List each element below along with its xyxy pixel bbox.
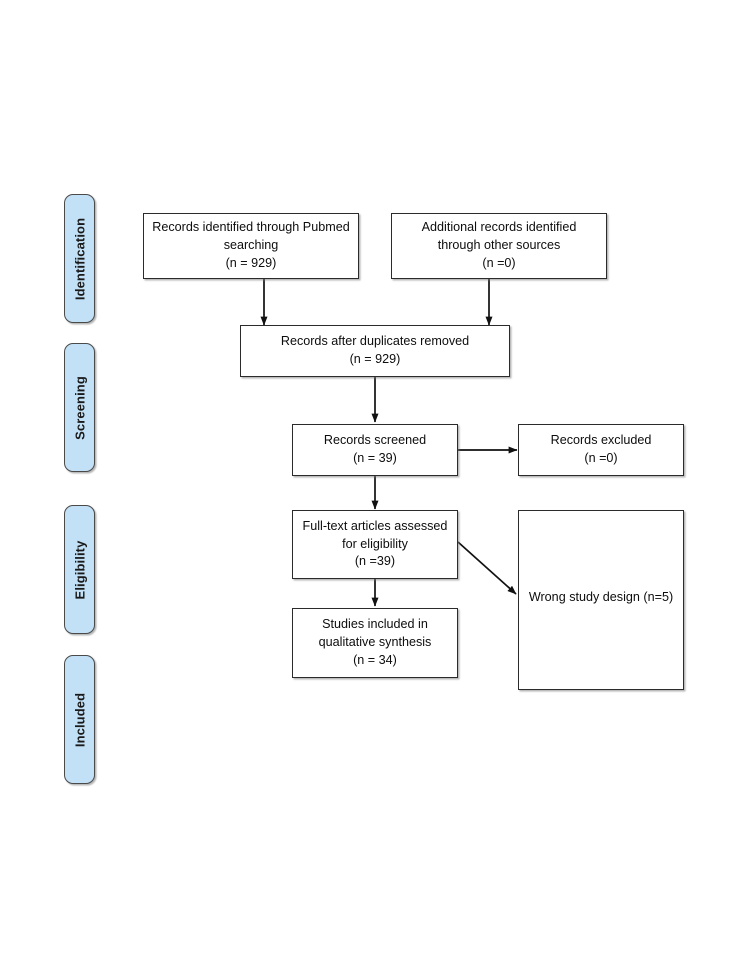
box-full-text-assessed-text: Full-text articles assessed for eligibil…: [302, 518, 448, 569]
box-wrong-study-design-text: Wrong study design (n=5): [528, 590, 674, 604]
stage-label-identification: Identification: [72, 217, 87, 300]
stage-label-included: Included: [72, 692, 87, 747]
box-records-screened: Records screened (n = 39): [292, 424, 458, 476]
box-records-excluded-text: Records excluded (n =0): [550, 433, 652, 465]
stage-label-screening: Screening: [72, 375, 87, 440]
box-wrong-study-design: Wrong study design (n=5): [518, 510, 684, 690]
box-records-after-duplicates: Records after duplicates removed (n = 92…: [240, 325, 510, 377]
box-studies-included: Studies included in qualitative synthesi…: [292, 608, 458, 678]
box-records-identified: Records identified through Pubmed search…: [143, 213, 359, 279]
box-full-text-assessed: Full-text articles assessed for eligibil…: [292, 510, 458, 579]
box-records-excluded: Records excluded (n =0): [518, 424, 684, 476]
stage-pill-identification: Identification: [64, 194, 95, 323]
stage-pill-included: Included: [64, 655, 95, 784]
box-additional-records: Additional records identified through ot…: [391, 213, 607, 279]
box-additional-records-text: Additional records identified through ot…: [421, 220, 577, 270]
box-records-after-duplicates-text: Records after duplicates removed (n = 92…: [280, 334, 470, 366]
box-studies-included-text: Studies included in qualitative synthesi…: [318, 617, 432, 667]
box-records-screened-text: Records screened (n = 39): [323, 433, 427, 465]
box-records-identified-text: Records identified through Pubmed search…: [152, 220, 350, 270]
stage-pill-eligibility: Eligibility: [64, 505, 95, 634]
arrow-fulltext-to-wrong-design: [457, 541, 517, 595]
stage-label-eligibility: Eligibility: [72, 540, 87, 599]
stage-pill-screening: Screening: [64, 343, 95, 472]
